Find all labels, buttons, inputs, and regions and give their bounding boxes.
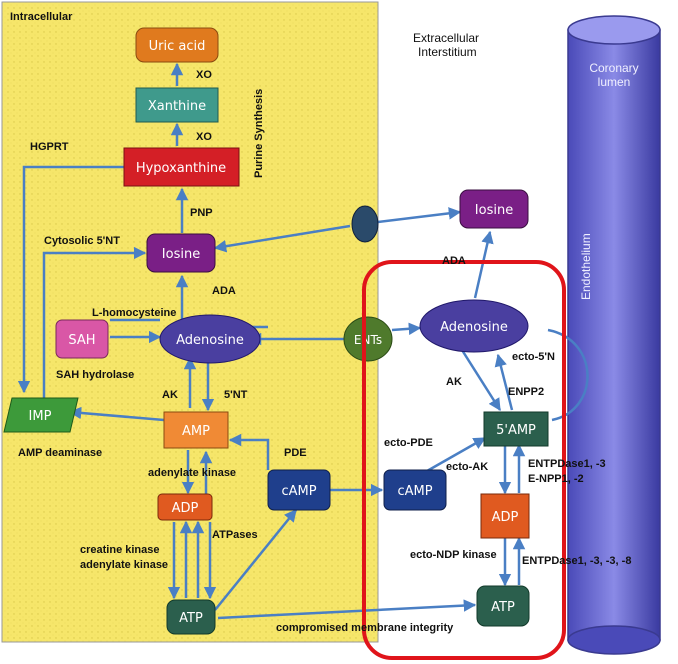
label-ecto-pde: ecto-PDE: [384, 437, 433, 449]
coronary-label-line2: lumen: [598, 75, 631, 89]
arrow-transport-to-iosine-extra: [377, 207, 462, 224]
arrows: [17, 62, 589, 620]
label-ada-intra: ADA: [212, 285, 236, 297]
node-ents: ENTs: [343, 316, 393, 362]
intracellular-label: Intracellular: [10, 11, 73, 23]
extracellular-label-line2: Interstitium: [418, 45, 477, 59]
label-ak-intra: AK: [162, 389, 178, 401]
label-l-homocysteine: L-homocysteine: [92, 307, 176, 319]
svg-text:ADP: ADP: [172, 501, 199, 516]
svg-text:Iosine: Iosine: [475, 203, 513, 218]
label-xo-bottom: XO: [196, 131, 212, 143]
arrow-adenosine-to-iosine-extra: [473, 230, 494, 299]
arrow-amp-to-imp: [68, 406, 165, 422]
label-cytosolic-5nt: Cytosolic 5'NT: [44, 235, 120, 247]
label-amp-deaminase: AMP deaminase: [18, 447, 102, 459]
label-compromised: compromised membrane integrity: [276, 622, 454, 634]
endothelium-label: Endothelium: [579, 233, 593, 300]
label-purine-synthesis: Purine Synthesis: [253, 89, 265, 178]
label-entpdase1-3: ENTPDase1, -3: [528, 458, 606, 470]
arrow-transport-to-iosine-intra: [213, 224, 351, 253]
label-atpases: ATPases: [212, 529, 258, 541]
node-camp-extra: cAMP: [383, 469, 447, 511]
label-pnp: PNP: [190, 207, 213, 219]
extracellular-label-line1: Extracellular: [413, 31, 479, 45]
node-iosine-intra: Iosine: [146, 233, 216, 273]
arrow-membrane-integrity: [217, 599, 477, 620]
arrow-camp-to-amp: [228, 433, 270, 470]
arrow-atp-to-camp: [214, 509, 297, 611]
label-enpp2: ENPP2: [508, 386, 544, 398]
label-pde: PDE: [284, 447, 307, 459]
node-imp: IMP: [3, 397, 79, 433]
node-adenosine-intra: Adenosine: [159, 314, 261, 364]
label-hgprt: HGPRT: [30, 141, 69, 153]
arrow-ents-to-adenosine-extra: [391, 322, 422, 336]
svg-text:Adenosine: Adenosine: [440, 320, 508, 335]
label-e-npp1-2: E-NPP1, -2: [528, 473, 584, 485]
arrow-camp-to-5amp: [419, 436, 487, 477]
node-camp-intra: cAMP: [267, 469, 331, 511]
label-adenylate-kinase2: adenylate kinase: [80, 559, 168, 571]
arrow-cytosolic-5nt: [42, 246, 147, 400]
svg-text:ADP: ADP: [492, 510, 519, 525]
arrow-5amp-to-adenosine: [494, 353, 514, 411]
node-sah: SAH: [55, 319, 109, 359]
arrow-adenosine-to-5amp: [460, 349, 502, 412]
label-ada-extra: ADA: [442, 255, 466, 267]
svg-text:AMP: AMP: [182, 424, 210, 439]
svg-text:Uric acid: Uric acid: [149, 39, 206, 54]
label-ecto-ndp-kinase: ecto-NDP kinase: [410, 549, 497, 561]
coronary-lumen-cylinder: Coronary lumen Endothelium: [567, 15, 661, 655]
node-atp-intra: ATP: [166, 599, 216, 635]
svg-text:SAH: SAH: [68, 333, 95, 348]
coronary-label-line1: Coronary: [589, 61, 638, 75]
svg-text:cAMP: cAMP: [397, 484, 432, 499]
svg-text:Hypoxanthine: Hypoxanthine: [136, 161, 226, 176]
svg-text:ATP: ATP: [179, 611, 203, 626]
node-xanthine: Xanthine: [135, 87, 219, 123]
label-ecto-ak: ecto-AK: [446, 461, 488, 473]
node-amp: AMP: [163, 411, 229, 449]
svg-text:Xanthine: Xanthine: [148, 99, 206, 114]
label-creatine-kinase: creatine kinase: [80, 544, 160, 556]
label-xo-top: XO: [196, 69, 212, 81]
svg-text:cAMP: cAMP: [281, 484, 316, 499]
svg-text:IMP: IMP: [29, 409, 52, 424]
transporter-node: [351, 205, 379, 243]
label-5nt: 5'NT: [224, 389, 248, 401]
label-ecto-5n: ecto-5'N: [512, 351, 555, 363]
svg-text:Adenosine: Adenosine: [176, 333, 244, 348]
label-adenylate-kinase: adenylate kinase: [148, 467, 236, 479]
node-adp-intra: ADP: [157, 493, 213, 521]
svg-text:ENTs: ENTs: [354, 333, 382, 347]
svg-text:ATP: ATP: [491, 600, 515, 615]
label-ak-extra: AK: [446, 376, 462, 388]
arrow-hgprt: [17, 165, 124, 394]
highlight-box: [362, 260, 566, 660]
svg-text:5'AMP: 5'AMP: [496, 423, 536, 438]
node-5amp: 5'AMP: [483, 411, 549, 447]
node-adenosine-extra: Adenosine: [419, 299, 529, 353]
node-uric-acid: Uric acid: [135, 27, 219, 63]
svg-text:Iosine: Iosine: [162, 247, 200, 262]
node-atp-extra: ATP: [476, 585, 530, 627]
node-hypoxanthine: Hypoxanthine: [123, 147, 240, 187]
label-sah-hydrolase: SAH hydrolase: [56, 369, 134, 381]
node-adp-extra: ADP: [480, 493, 530, 539]
node-iosine-extra: Iosine: [459, 189, 529, 229]
label-entpdase-multi: ENTPDase1, -3, -3, -8: [522, 555, 631, 567]
